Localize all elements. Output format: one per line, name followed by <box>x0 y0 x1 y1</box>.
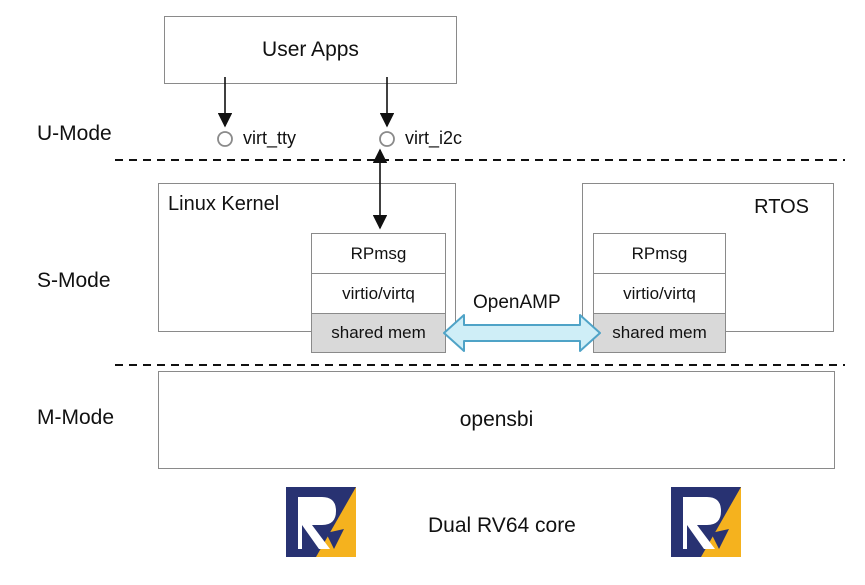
linux-shared-mem-layer: shared mem <box>311 313 446 353</box>
openamp-link-arrow <box>443 314 601 352</box>
opensbi-box: opensbi <box>158 371 835 469</box>
rtos-virtio-layer: virtio/virtq <box>593 272 726 315</box>
linux-kernel-title: Linux Kernel <box>168 193 280 215</box>
rtos-shared-mem-layer: shared mem <box>593 313 726 353</box>
linux-openamp-stack: RPmsg virtio/virtq shared mem <box>311 233 446 353</box>
dual-core-label: Dual RV64 core <box>428 514 576 537</box>
rtos-openamp-stack: RPmsg virtio/virtq shared mem <box>593 233 726 353</box>
riscv-logo-right <box>671 487 741 557</box>
linux-virtio-layer: virtio/virtq <box>311 272 446 315</box>
rtos-title: RTOS <box>754 196 809 218</box>
u-mode-label: U-Mode <box>37 122 112 145</box>
riscv-logo-left <box>286 487 356 557</box>
virt-i2c-label: virt_i2c <box>405 128 463 148</box>
opensbi-label: opensbi <box>459 408 534 431</box>
user-apps-label: User Apps <box>262 38 359 61</box>
virt-tty-label: virt_tty <box>243 128 297 148</box>
openamp-label: OpenAMP <box>473 292 561 313</box>
m-mode-label: M-Mode <box>37 406 115 429</box>
virt-i2c-endpoint-icon <box>379 131 395 147</box>
s-mode-label: S-Mode <box>37 269 111 292</box>
user-apps-box: User Apps <box>164 16 457 84</box>
rtos-rpmsg-layer: RPmsg <box>593 233 726 274</box>
virt-tty-endpoint-icon <box>217 131 233 147</box>
